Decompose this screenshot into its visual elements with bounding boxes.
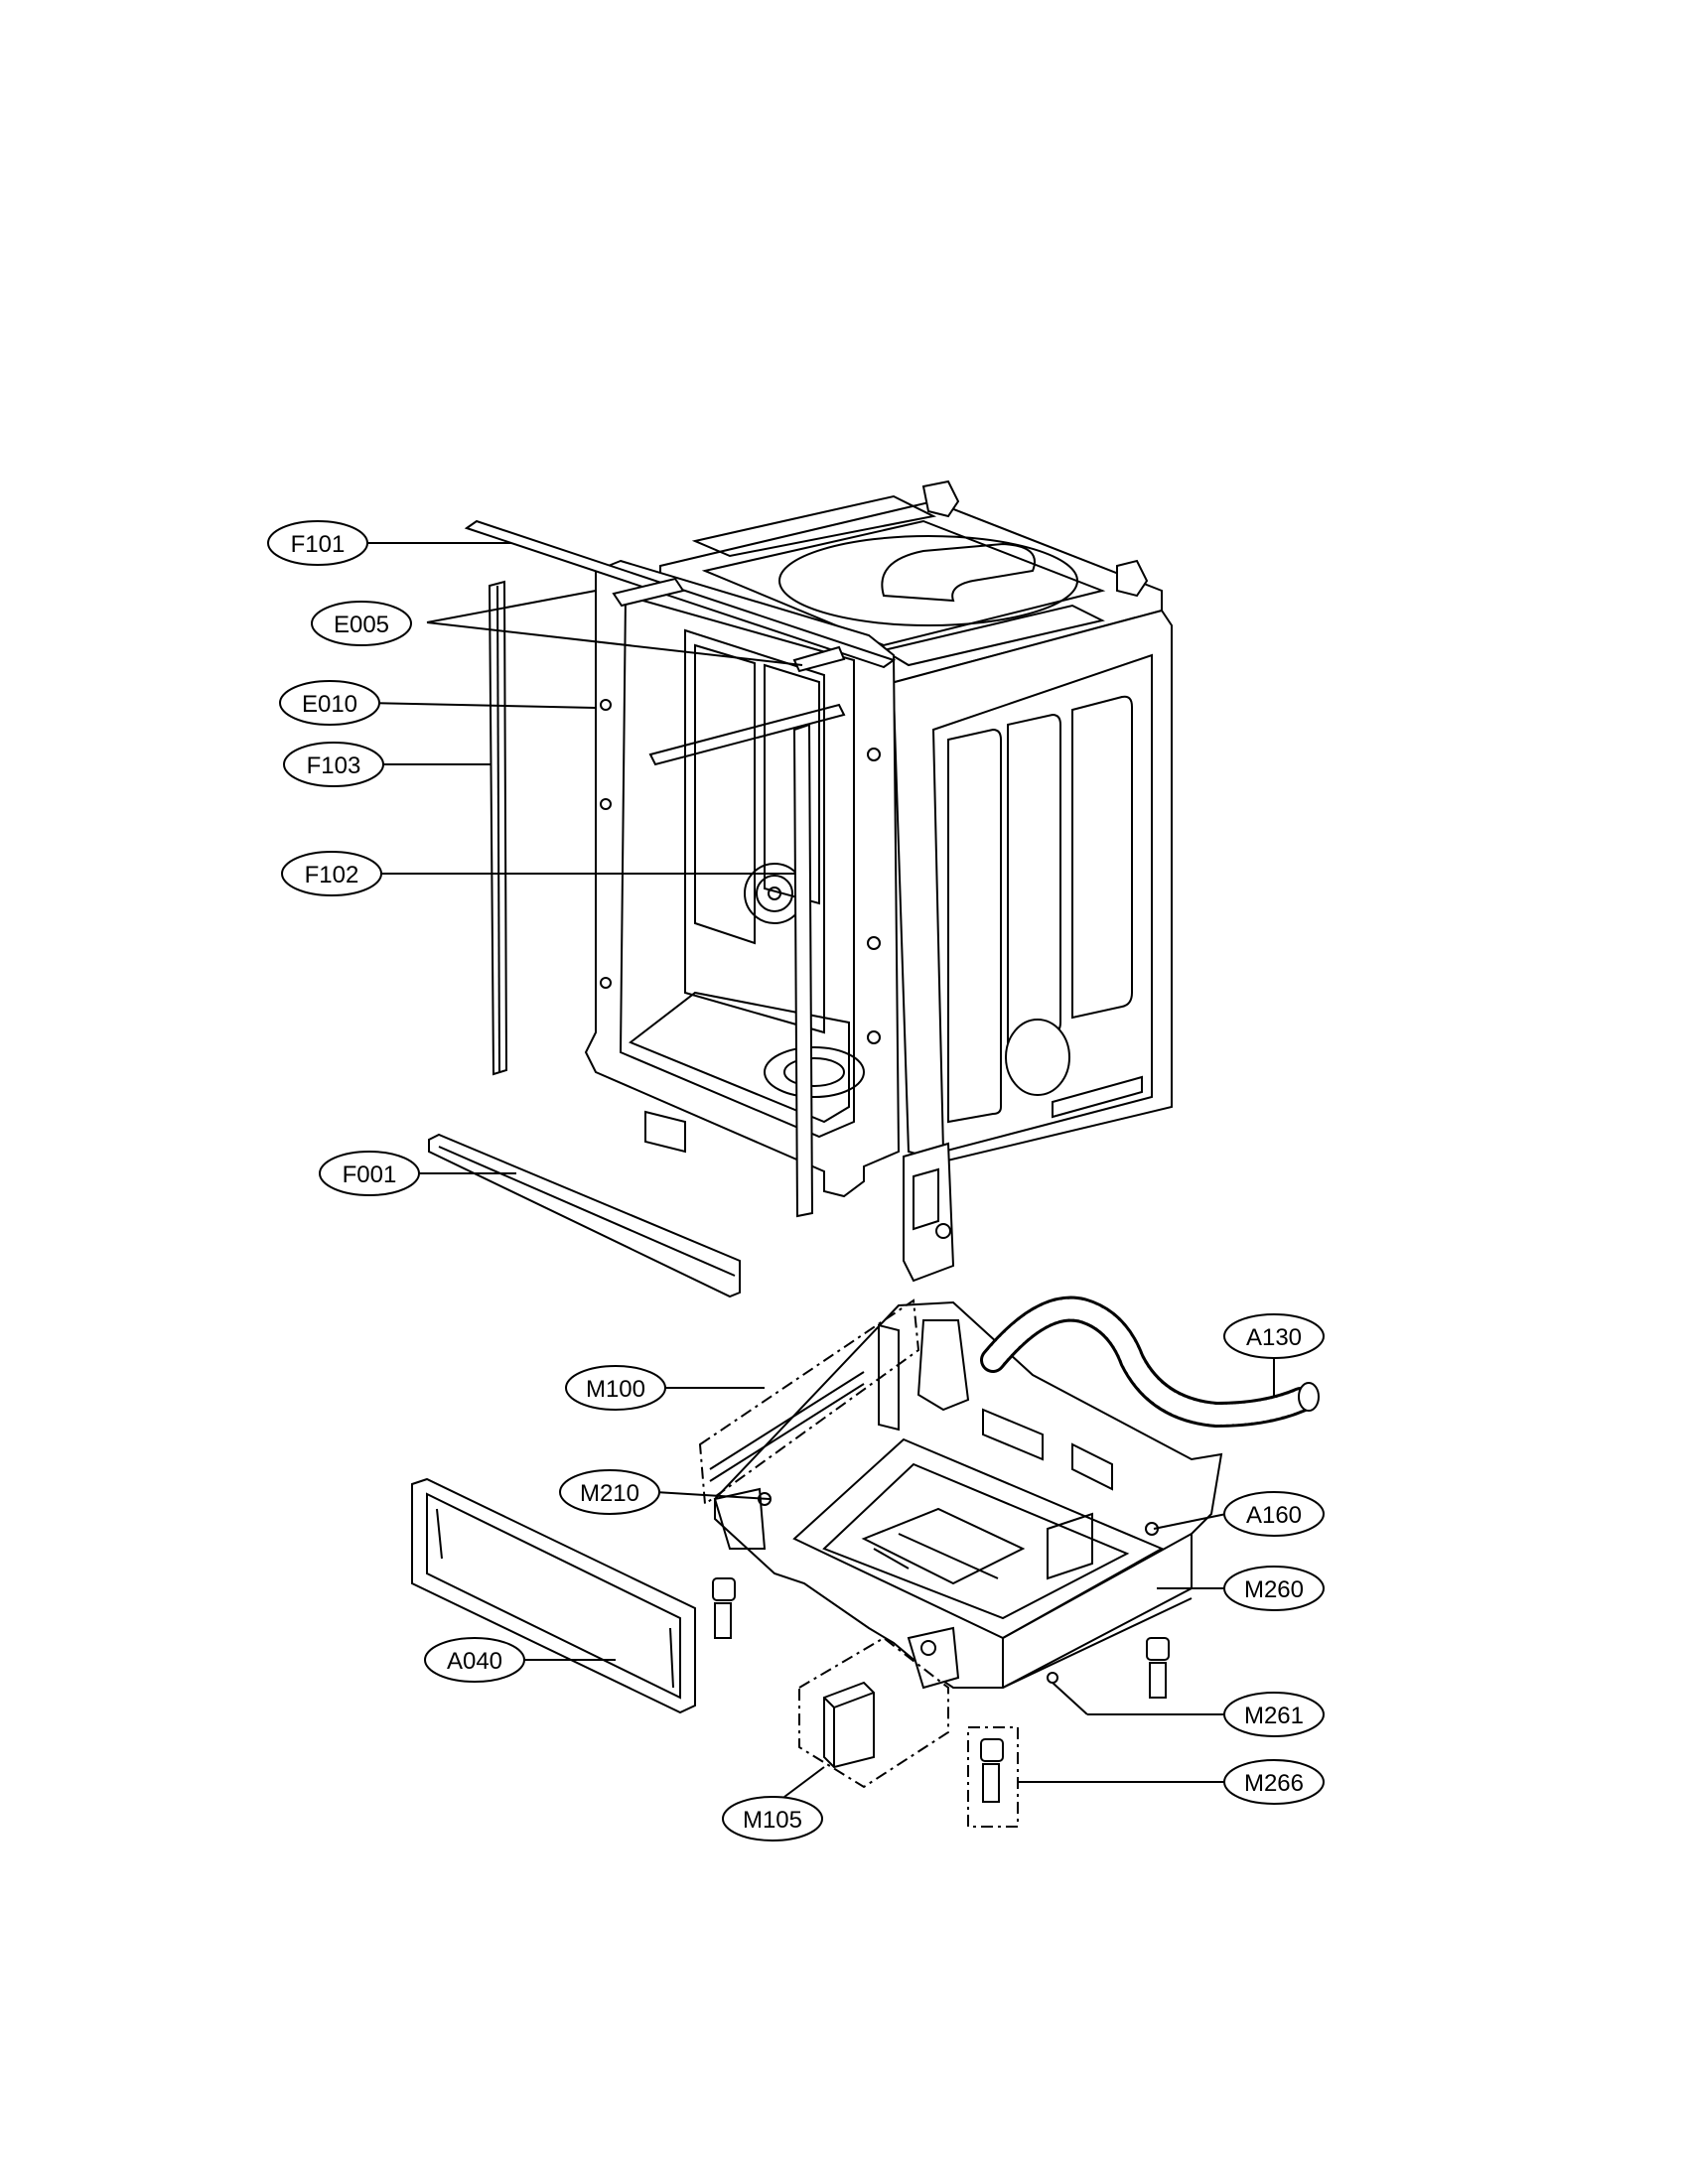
bottom-strip-f001 [428,1133,741,1298]
kickplate-a040 [411,1477,696,1714]
label-f001: F001 [319,1151,420,1196]
label-e010: E010 [279,680,380,726]
label-f101: F101 [267,520,368,566]
label-m261: M261 [1223,1692,1325,1737]
label-f102-text: F102 [305,862,359,888]
clips-e005 [612,577,846,673]
label-a160: A160 [1223,1491,1325,1537]
leader-lines [357,542,1275,1798]
label-a040: A040 [424,1637,525,1683]
label-m210-text: M210 [580,1480,639,1507]
label-f103-text: F103 [307,752,361,779]
label-m105-text: M105 [743,1807,802,1834]
label-m261-text: M261 [1244,1703,1304,1729]
foot-m266 [967,1726,1019,1828]
label-m105: M105 [722,1796,823,1842]
label-f001-text: F001 [343,1161,397,1188]
label-m100: M100 [565,1365,666,1411]
label-e010-text: E010 [302,691,357,718]
label-a130: A130 [1223,1313,1325,1359]
label-m260: M260 [1223,1566,1325,1611]
label-a160-text: A160 [1246,1502,1302,1529]
label-m210: M210 [559,1469,660,1515]
label-m266-text: M266 [1244,1770,1304,1797]
label-e005-text: E005 [334,612,389,638]
label-a130-text: A130 [1246,1324,1302,1351]
vertical-gasket-f102 [792,723,814,1218]
top-seal-strip-f101 [464,519,897,669]
side-gasket-f103 [488,580,508,1076]
label-f102: F102 [281,851,382,896]
drain-hose-a130 [980,1296,1320,1429]
leveling-feet [712,1577,1170,1699]
label-m100-text: M100 [586,1376,645,1403]
panel-m100 [698,1298,920,1506]
label-e005: E005 [311,601,412,646]
label-a040-text: A040 [447,1648,502,1675]
label-m260-text: M260 [1244,1576,1304,1603]
tub-assembly [584,479,1173,1283]
label-m266: M266 [1223,1759,1325,1805]
label-f103: F103 [283,742,384,787]
label-f101-text: F101 [291,531,346,558]
module-m105 [798,1636,949,1789]
